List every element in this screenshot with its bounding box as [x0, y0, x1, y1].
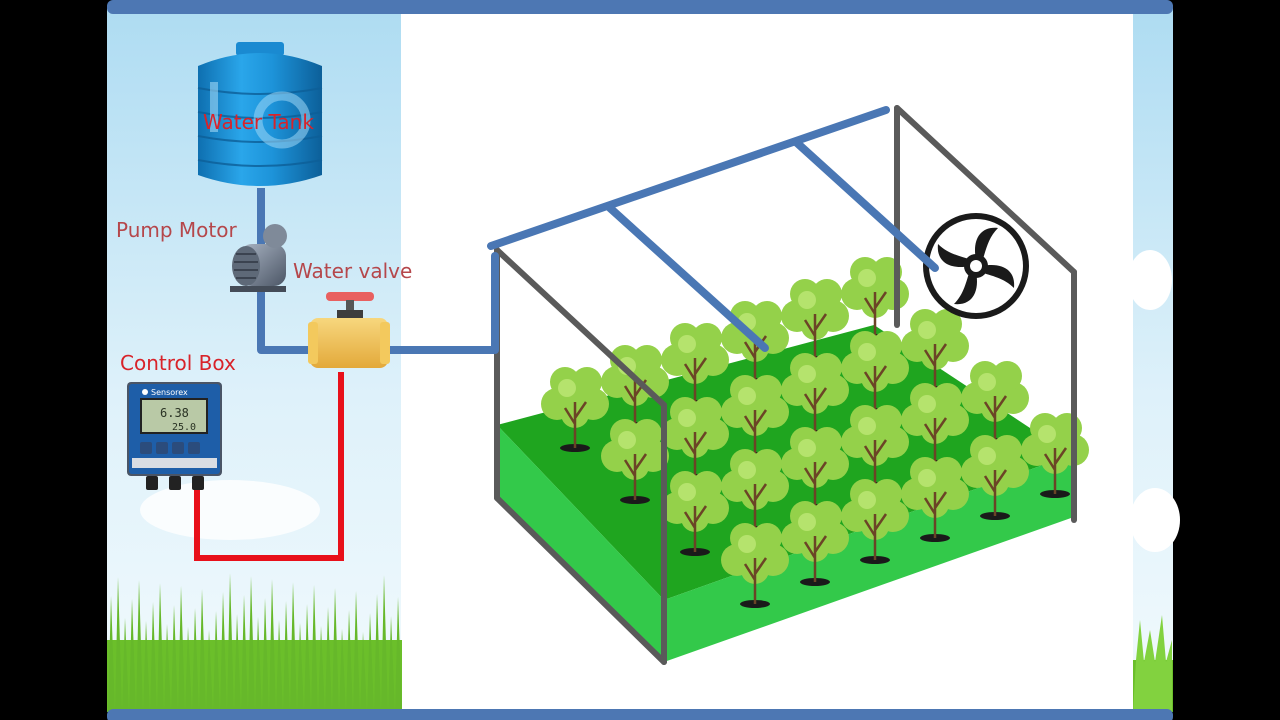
tree-icon — [721, 375, 789, 460]
tree-icon — [781, 353, 849, 438]
water-valve-label: Water valve — [293, 259, 413, 283]
tree-icon — [841, 405, 909, 490]
control-wire — [194, 372, 344, 561]
water-valve-icon — [308, 292, 390, 368]
water-pipe — [257, 188, 497, 354]
tree-icon — [721, 523, 789, 608]
tree-icon — [841, 331, 909, 416]
cloud — [1128, 250, 1172, 310]
bottom-border-bar — [107, 709, 1173, 720]
grass-right — [1133, 615, 1173, 712]
tree-icon — [901, 457, 969, 542]
tree-grid — [541, 257, 1089, 608]
control-box-icon: Sensorex 6.38 25.0 — [127, 382, 222, 490]
tree-icon — [661, 323, 729, 408]
greenhouse-frame — [494, 105, 1077, 665]
cloud — [1130, 488, 1180, 552]
control-box-label: Control Box — [120, 351, 236, 375]
tree-icon — [661, 471, 729, 556]
grass-left — [107, 573, 402, 712]
water-tank-icon — [197, 42, 323, 186]
control-box-display-1: 6.38 — [160, 406, 189, 420]
pump-motor-label: Pump Motor — [116, 218, 237, 242]
tree-icon — [601, 419, 669, 504]
tree-icon — [721, 449, 789, 534]
cloud — [140, 480, 320, 540]
tree-icon — [841, 479, 909, 564]
tree-icon — [541, 367, 609, 452]
tree-icon — [961, 435, 1029, 520]
tree-icon — [781, 501, 849, 586]
tree-icon — [901, 383, 969, 468]
exhaust-fan-icon — [923, 213, 1029, 319]
tree-icon — [901, 309, 969, 394]
tree-icon — [841, 257, 909, 342]
sky-panel-right — [1133, 8, 1173, 712]
control-box-display-2: 25.0 — [172, 422, 196, 433]
pump-motor-icon — [230, 224, 287, 292]
top-border-bar — [107, 0, 1173, 14]
water-tank-label: Water Tank — [203, 110, 314, 134]
control-box-brand: Sensorex — [151, 388, 188, 397]
greenhouse-pipe — [487, 106, 939, 354]
